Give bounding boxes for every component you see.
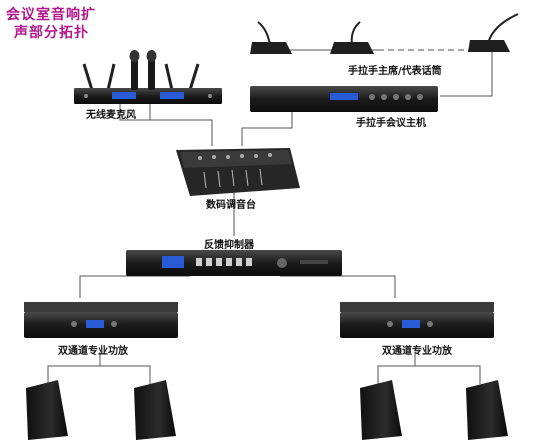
page-title-line2: 声部分拓扑	[14, 25, 89, 41]
amplifier-right-device	[340, 302, 494, 338]
line-mic-chain-to-host	[440, 50, 493, 97]
line-amp-right-to-speaker-2	[415, 365, 481, 384]
label-feedback-suppressor: 反馈抑制器	[204, 240, 254, 251]
page-title-line1: 会议室音响扩	[6, 7, 96, 23]
wireless-receiver	[74, 63, 222, 104]
line-suppressor-to-amp-left	[79, 275, 190, 298]
line-suppressor-to-amp-right	[280, 275, 396, 298]
digital-mixer-device	[176, 148, 300, 196]
line-amp-right-to-speaker-1	[377, 352, 416, 384]
label-wireless-mic: 无线麦克风	[86, 110, 136, 121]
line-amp-left-to-speaker-2	[100, 365, 151, 384]
label-chairman-delegate-mics: 手拉手主席/代表话筒	[348, 66, 442, 77]
speaker-icon	[26, 380, 508, 440]
label-amplifier-right: 双通道专业功放	[382, 346, 452, 357]
label-conference-host: 手拉手会议主机	[356, 118, 426, 129]
line-mic-to-mixer	[119, 104, 213, 146]
handheld-microphone-icon	[129, 50, 157, 90]
amplifier-left-device	[24, 302, 178, 338]
line-amp-left-to-speaker-1	[47, 352, 101, 384]
line-host-to-mixer	[241, 112, 293, 146]
feedback-suppressor-device	[126, 250, 342, 276]
label-amplifier-left: 双通道专业功放	[58, 346, 128, 357]
label-digital-mixer: 数码调音台	[206, 200, 256, 211]
conference-host-unit	[250, 86, 438, 112]
conference-microphone-icon	[250, 13, 519, 54]
